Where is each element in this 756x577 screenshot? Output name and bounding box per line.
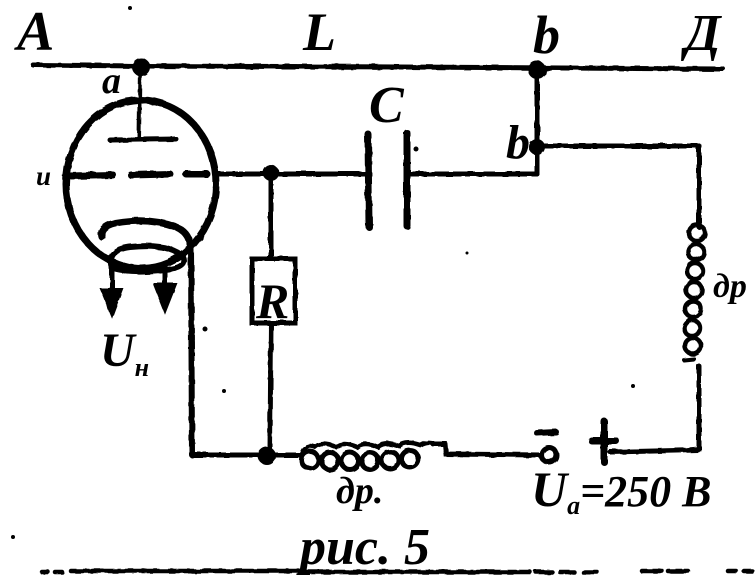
svg-text:С: С xyxy=(369,77,405,134)
svg-text:рис. 5: рис. 5 xyxy=(296,519,430,576)
svg-text:Uа=250 В: Uа=250 В xyxy=(531,461,712,520)
svg-text:b: b xyxy=(506,116,530,169)
svg-text:L: L xyxy=(302,2,336,62)
svg-text:а: а xyxy=(102,60,121,102)
svg-text:др: др xyxy=(713,268,747,305)
svg-text:Д: Д xyxy=(681,5,722,62)
svg-text:R: R xyxy=(255,273,289,329)
svg-text:А: А xyxy=(14,1,54,63)
svg-text:др.: др. xyxy=(336,470,383,512)
svg-text:и: и xyxy=(36,161,51,191)
svg-text:b: b xyxy=(533,5,560,65)
